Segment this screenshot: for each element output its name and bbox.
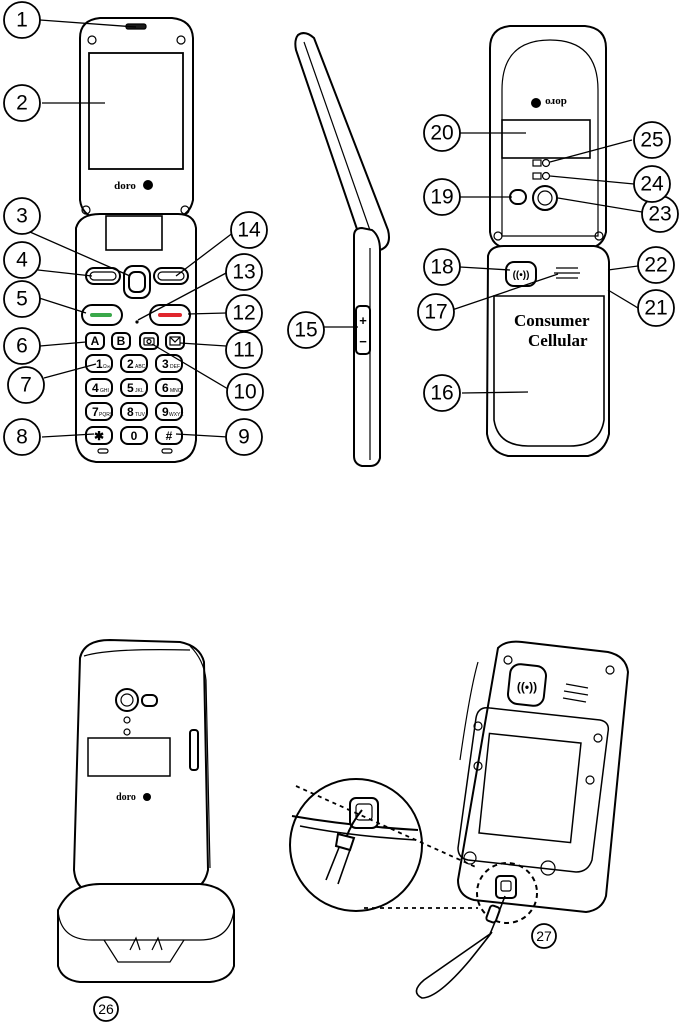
callout-13: 13 [226, 254, 262, 290]
callout-8: 8 [4, 419, 40, 455]
callout-25: 25 [634, 122, 670, 158]
key-8-sub: TUV [135, 412, 146, 418]
callout-9: 9 [226, 419, 262, 455]
svg-text:23: 23 [648, 203, 671, 226]
svg-text:15: 15 [294, 319, 317, 342]
callout-24: 24 [634, 166, 670, 202]
callout-14: 14 [231, 212, 267, 248]
svg-text:10: 10 [233, 381, 256, 404]
doro-logo-front: doro [114, 180, 136, 192]
svg-text:17: 17 [424, 301, 447, 324]
svg-text:25: 25 [640, 129, 663, 152]
svg-text:4: 4 [16, 249, 28, 272]
callout-4: 4 [4, 242, 40, 278]
svg-text:1: 1 [16, 9, 28, 32]
key-9-label: 9 [162, 405, 169, 419]
key-3-sub: DEF [170, 364, 180, 370]
key-7-label: 7 [92, 405, 99, 419]
key-4-label: 4 [92, 381, 99, 395]
volume-down-label: − [359, 334, 367, 349]
key-6-label: 6 [162, 381, 169, 395]
hash-key-label: # [166, 429, 173, 443]
svg-text:24: 24 [640, 173, 664, 196]
doro-logo-cradle-icon [143, 793, 151, 801]
key-4-sub: GHI [100, 388, 109, 394]
callout-15: 15 [288, 312, 324, 348]
svg-text:3: 3 [16, 205, 28, 228]
svg-text:13: 13 [232, 261, 255, 284]
callout-16: 16 [424, 375, 460, 411]
doro-logo-icon [143, 180, 153, 190]
message-key[interactable] [166, 333, 184, 349]
front-view: doro A B 1 [76, 18, 196, 462]
key-2-sub: ABC [135, 364, 146, 370]
svg-text:11: 11 [233, 339, 255, 362]
callout-11: 11 [226, 332, 262, 368]
callout-21: 21 [638, 290, 674, 326]
microphone [135, 320, 138, 323]
key-9-sub: WXYZ [169, 412, 183, 418]
key-1-label: 1 [96, 357, 103, 371]
key-8-label: 8 [127, 405, 134, 419]
cradle-view: doro [58, 640, 234, 982]
callout-19: 19 [424, 179, 460, 215]
lanyard-view: ((•)) [290, 642, 628, 998]
svg-text:7: 7 [20, 374, 32, 397]
callout-20: 20 [424, 115, 460, 151]
key-1-sub: Ω∞ [103, 364, 111, 370]
callout-22: 22 [638, 247, 674, 283]
callout-6: 6 [4, 328, 40, 364]
side-view: + − [295, 33, 389, 466]
svg-text:9: 9 [238, 426, 250, 449]
a-key-label: A [91, 334, 100, 348]
callout-18: 18 [424, 249, 460, 285]
callout-1: 1 [4, 2, 40, 38]
assistance-button-icon: ((•)) [513, 270, 530, 281]
svg-text:5: 5 [16, 288, 28, 311]
callout-3: 3 [4, 198, 40, 234]
callout-10: 10 [227, 374, 263, 410]
callout-7: 7 [8, 367, 44, 403]
doro-logo-cradle: doro [116, 792, 136, 803]
callout-2: 2 [4, 85, 40, 121]
svg-text:20: 20 [430, 122, 453, 145]
charging-cradle [58, 884, 234, 982]
svg-text:21: 21 [644, 297, 667, 320]
callout-27: 27 [532, 924, 556, 948]
key-7-sub: PQRS [99, 412, 114, 418]
star-key-label: ✱ [94, 429, 104, 443]
svg-text:8: 8 [16, 426, 28, 449]
key-0-label: 0 [131, 429, 138, 443]
consumer-cellular-line1: Consumer [514, 311, 590, 330]
callout-17: 17 [418, 294, 454, 330]
svg-text:6: 6 [16, 335, 28, 358]
key-5-sub: JKL [135, 388, 144, 394]
svg-text:16: 16 [430, 382, 453, 405]
svg-text:19: 19 [430, 186, 453, 209]
b-key-label: B [117, 334, 126, 348]
callout-5: 5 [4, 281, 40, 317]
camera-lens [533, 186, 557, 210]
svg-text:2: 2 [16, 92, 28, 115]
callout-26: 26 [94, 997, 118, 1021]
consumer-cellular-line2: Cellular [528, 331, 588, 350]
svg-text:18: 18 [430, 256, 453, 279]
volume-up-label: + [359, 313, 367, 328]
callout-12: 12 [226, 295, 262, 331]
svg-text:14: 14 [237, 219, 261, 242]
doro-logo-back-icon [531, 98, 541, 108]
flash [510, 190, 526, 204]
key-6-sub: MNO [170, 388, 182, 394]
svg-text:27: 27 [536, 928, 552, 944]
key-2-label: 2 [127, 357, 134, 371]
svg-text:26: 26 [98, 1001, 114, 1017]
doro-logo-back: doro [545, 96, 567, 108]
back-view: doro ((•)) Consumer Cellular [487, 26, 609, 456]
lanyard-view-assist-icon: ((•)) [517, 680, 537, 694]
svg-text:22: 22 [644, 254, 667, 277]
svg-text:12: 12 [232, 302, 255, 325]
key-3-label: 3 [162, 357, 169, 371]
key-5-label: 5 [127, 381, 134, 395]
